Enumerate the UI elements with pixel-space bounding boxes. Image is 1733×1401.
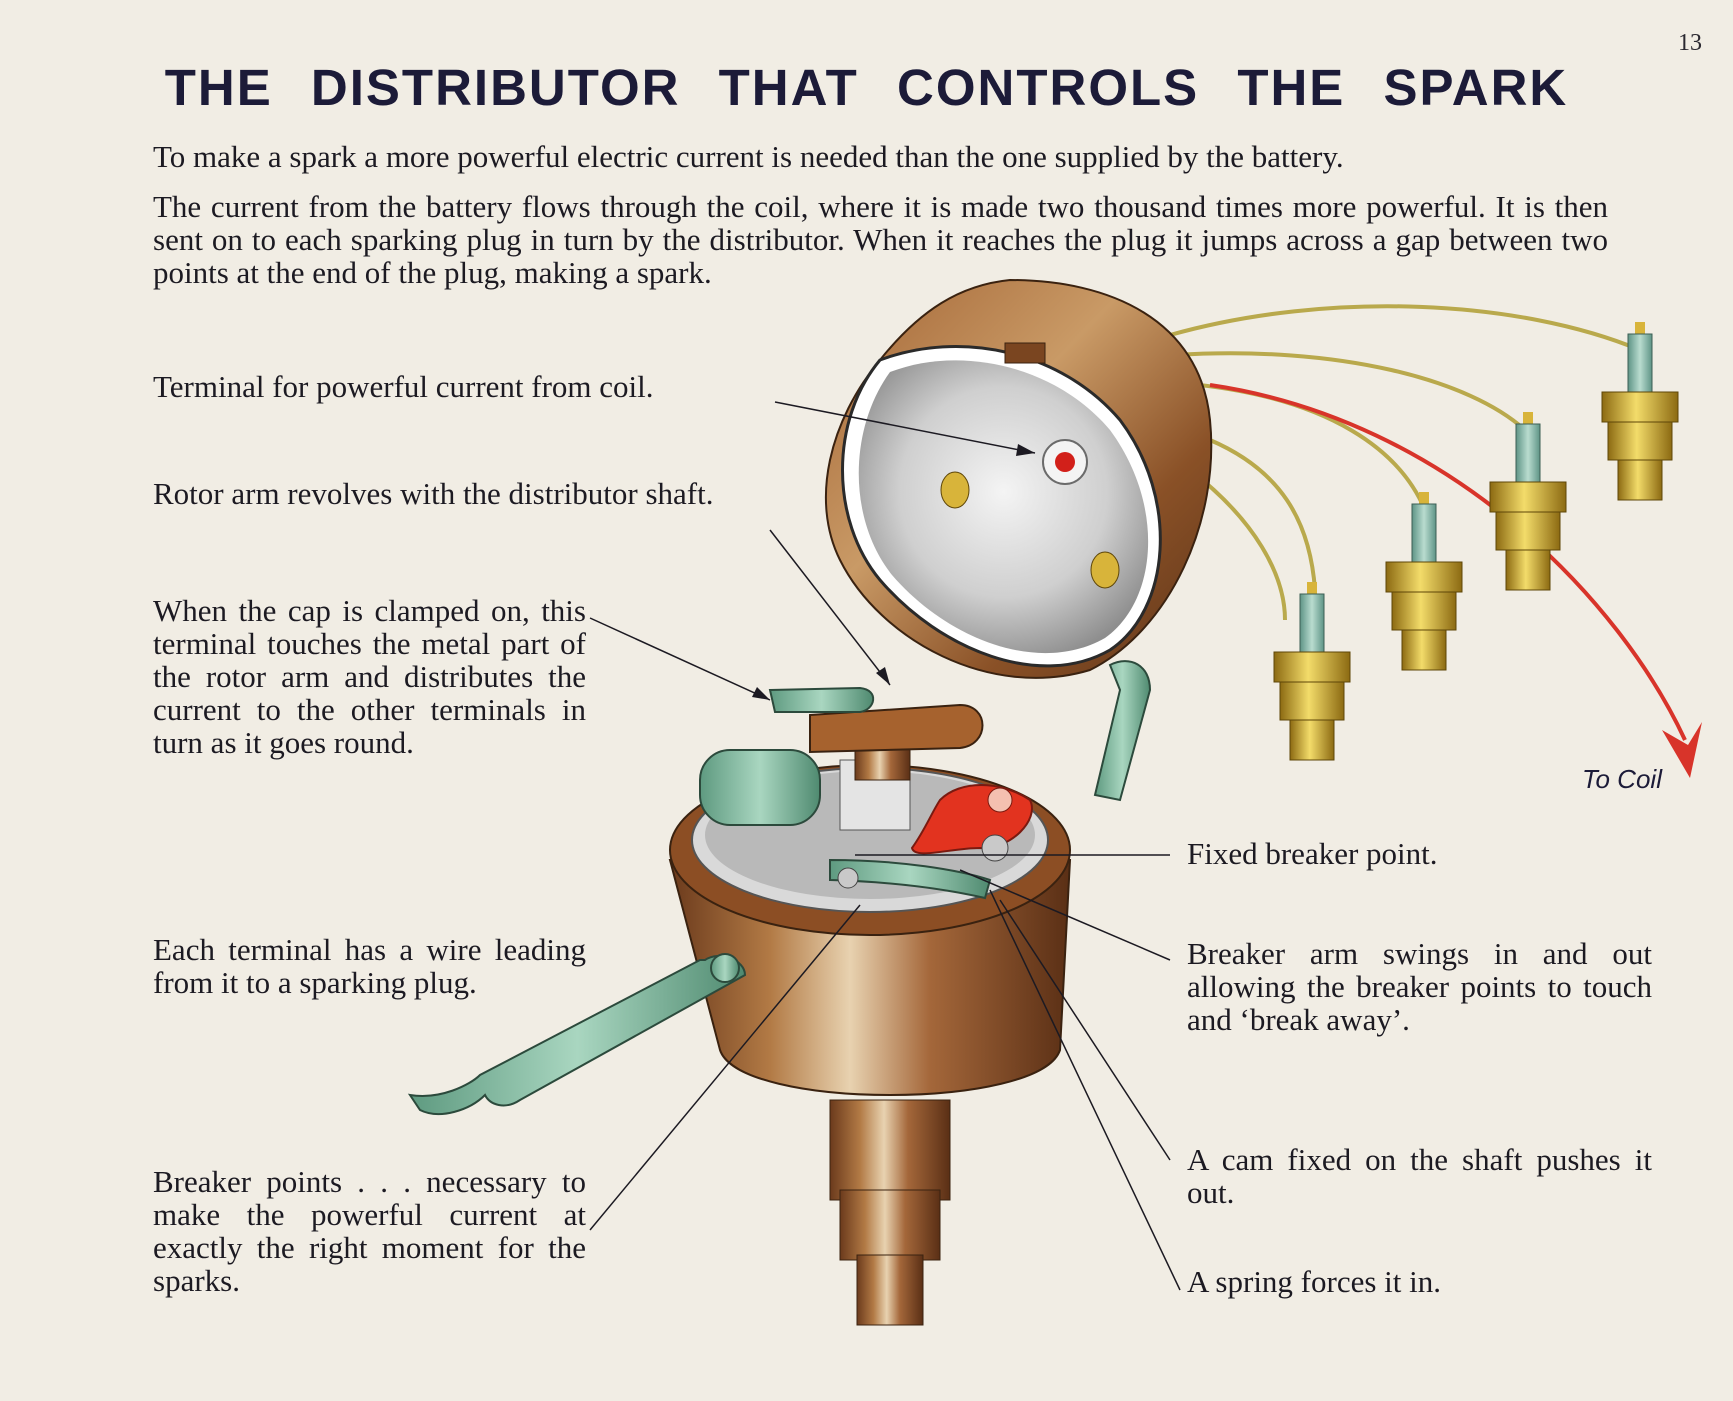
label-each-terminal: Each terminal has a wire leading from it…	[153, 932, 586, 1000]
spark-plug	[1601, 322, 1679, 501]
spark-plugs	[1273, 322, 1679, 761]
label-breaker-arm: Breaker arm swings in and out allowing t…	[1187, 936, 1652, 1037]
page-title: THE DISTRIBUTOR THAT CONTROLS THE SPARK	[164, 59, 1569, 116]
page-number: 13	[1678, 30, 1702, 56]
label-rotor-arm: Rotor arm revolves with the distributor …	[153, 476, 714, 511]
label-breaker-points: Breaker points . . . necessary to make t…	[153, 1164, 586, 1298]
cap-clip	[407, 953, 747, 1115]
distributor-cap	[824, 278, 1213, 802]
intro-paragraph-2: The current from the battery flows throu…	[153, 189, 1608, 290]
leader-lines	[589, 401, 1181, 1291]
breaker-arm	[829, 858, 992, 900]
label-coil-terminal: Terminal for powerful current from coil.	[153, 369, 654, 404]
spark-plug	[1385, 492, 1463, 671]
condenser	[699, 749, 821, 826]
label-spring: A spring forces it in.	[1187, 1264, 1441, 1299]
label-cap-clamped: When the cap is clamped on, this termina…	[153, 593, 586, 760]
spark-plug	[1489, 412, 1567, 591]
label-fixed-breaker-point: Fixed breaker point.	[1187, 836, 1438, 871]
spark-plug	[1273, 582, 1351, 761]
label-to-coil: To Coil	[1582, 764, 1662, 794]
intro-paragraph-1: To make a spark a more powerful electric…	[153, 139, 1344, 174]
breaker-cam	[910, 784, 1033, 862]
label-cam: A cam fixed on the shaft pushes it out.	[1187, 1142, 1652, 1210]
distributor-body	[668, 764, 1072, 1326]
rotor-arm	[768, 686, 984, 831]
